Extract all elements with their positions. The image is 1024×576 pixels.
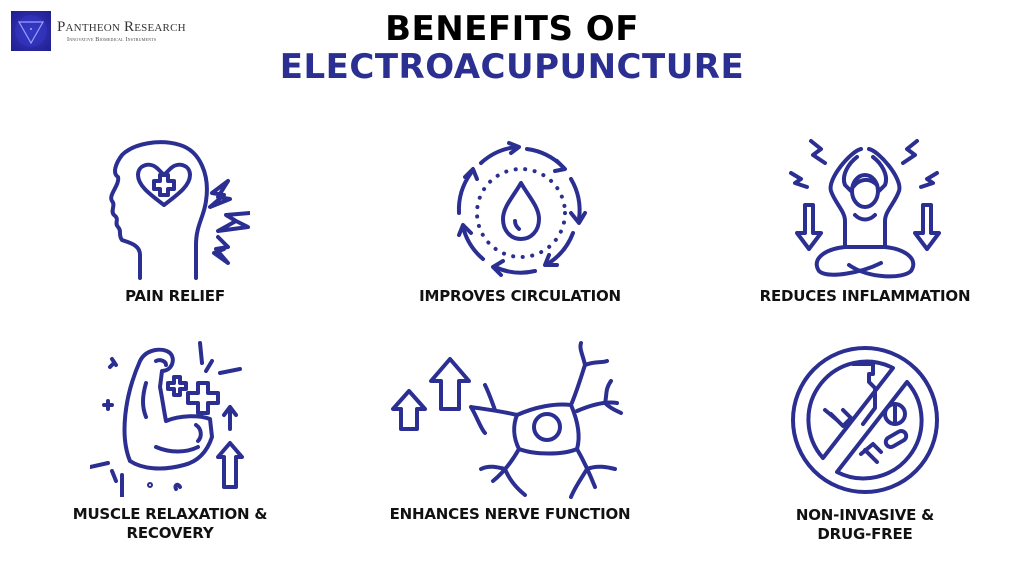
benefit-label: NON-INVASIVE & DRUG-FREE — [735, 506, 995, 544]
benefit-label: PAIN RELIEF — [125, 287, 225, 305]
benefit-label: MUSCLE RELAXATION & RECOVERY — [40, 505, 300, 543]
brand-logo: Pantheon Research Innovative Biomedical … — [11, 11, 186, 51]
benefit-non-invasive-drug-free: NON-INVASIVE & DRUG-FREE — [735, 340, 995, 544]
benefit-reduces-inflammation: REDUCES INFLAMMATION — [735, 135, 995, 306]
benefit-label: ENHANCES NERVE FUNCTION — [389, 505, 631, 523]
benefit-label-line2: DRUG-FREE — [817, 525, 913, 543]
benefit-label: IMPROVES CIRCULATION — [419, 287, 621, 305]
head-heart-lightning-icon — [109, 140, 250, 280]
meditating-person-icon — [789, 139, 941, 279]
benefit-muscle-relaxation: MUSCLE RELAXATION & RECOVERY — [40, 337, 300, 543]
droplet-cycle-icon — [456, 141, 587, 277]
benefit-label-line2: RECOVERY — [126, 524, 214, 542]
brand-tagline: Innovative Biomedical Instruments — [67, 36, 157, 43]
triangle-in-circle-icon — [11, 11, 51, 51]
benefit-improves-circulation: IMPROVES CIRCULATION — [380, 135, 660, 306]
benefit-label-line1: MUSCLE RELAXATION & — [72, 505, 268, 523]
benefit-pain-relief: PAIN RELIEF — [60, 135, 290, 306]
title-line-2: ELECTROACUPUNCTURE — [279, 47, 745, 87]
neuron-arrows-icon — [391, 341, 623, 499]
benefit-label-line1: NON-INVASIVE & — [795, 506, 935, 524]
flexed-arm-icon — [90, 341, 244, 497]
benefit-label: REDUCES INFLAMMATION — [759, 287, 971, 305]
page-title: BENEFITS OF ELECTROACUPUNCTURE — [0, 10, 1024, 86]
brand-name: Pantheon Research — [57, 18, 186, 35]
title-line-1: BENEFITS OF — [385, 9, 639, 49]
benefit-enhances-nerve-function: ENHANCES NERVE FUNCTION — [360, 337, 660, 524]
no-drugs-icon — [791, 346, 939, 494]
